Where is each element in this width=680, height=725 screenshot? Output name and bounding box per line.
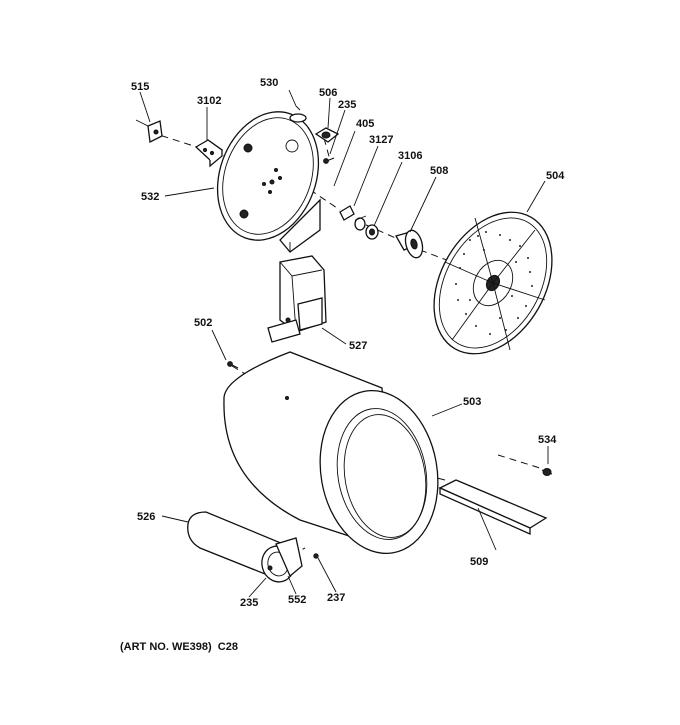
- callout-506: 506: [319, 87, 337, 99]
- part-503-drum: [223, 351, 439, 555]
- callout-235-top: 235: [338, 99, 356, 111]
- callout-3102: 3102: [197, 95, 221, 107]
- art-number-caption: (ART NO. WE398) C28: [120, 641, 238, 653]
- perforation-pattern: [455, 231, 533, 335]
- part-508-shaft-hub: [395, 229, 424, 259]
- part-506-bearing-plate: [314, 127, 340, 143]
- part-235-screw: [323, 157, 335, 164]
- callout-534: 534: [538, 434, 557, 446]
- callout-235-bottom: 235: [240, 597, 258, 609]
- part-530-cap: [289, 105, 307, 123]
- callout-532: 532: [141, 191, 159, 203]
- part-502-screw: [227, 361, 239, 369]
- part-405-washer: [339, 205, 355, 221]
- part-504-drum-back: [433, 211, 553, 355]
- callout-3127: 3127: [369, 134, 393, 146]
- callout-405: 405: [356, 118, 374, 130]
- part-3127-bearing: [354, 215, 367, 231]
- part-509-slide: [438, 479, 548, 536]
- part-527-blower-housing: [267, 255, 327, 343]
- part-515-bracket: [135, 119, 163, 143]
- part-532-rear-bulkhead: [216, 111, 321, 253]
- callout-237: 237: [327, 592, 345, 604]
- callout-504: 504: [546, 170, 565, 182]
- leader-lines: [139, 89, 549, 598]
- callout-labels: 515 3102 530 506 235 405 3127 3106 508 5…: [131, 77, 565, 609]
- callout-3106: 3106: [398, 150, 422, 162]
- part-526-heater: [187, 511, 319, 583]
- part-534-screw: [541, 468, 553, 476]
- callout-530: 530: [260, 77, 278, 89]
- callout-502: 502: [194, 317, 212, 329]
- callout-503: 503: [463, 396, 481, 408]
- part-3106-ring: [365, 224, 379, 240]
- callout-526: 526: [137, 511, 155, 523]
- callout-527: 527: [349, 340, 367, 352]
- callout-508: 508: [430, 165, 448, 177]
- callout-509: 509: [470, 556, 488, 568]
- callout-552: 552: [288, 594, 306, 606]
- part-3102-switch: [194, 139, 224, 168]
- callout-515: 515: [131, 81, 149, 93]
